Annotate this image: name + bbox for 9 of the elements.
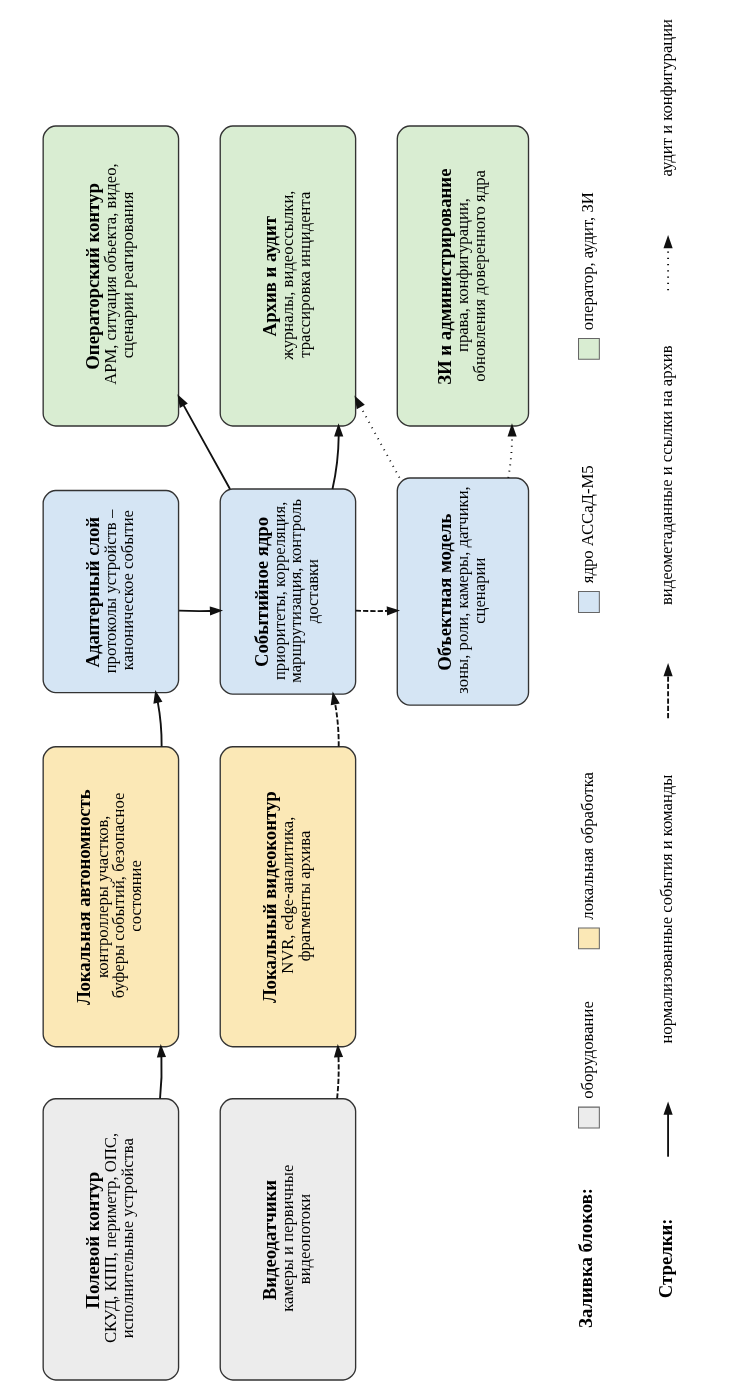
legend-label: нормализованные события и команды bbox=[656, 774, 676, 1044]
legend-label: локальная обработка bbox=[577, 771, 597, 920]
legend-label: ядро АССаД-М5 bbox=[577, 465, 597, 584]
label: Стрелки: bbox=[654, 1218, 676, 1299]
label: Заливка блоков: bbox=[574, 1187, 596, 1328]
legend-label: оператор, аудит, ЗИ bbox=[577, 192, 597, 331]
legend-label: аудит и конфигурации bbox=[656, 18, 676, 177]
legend-label: видеометаданные и ссылки на архив bbox=[656, 345, 676, 606]
legend-label: оборудование bbox=[577, 1001, 597, 1099]
